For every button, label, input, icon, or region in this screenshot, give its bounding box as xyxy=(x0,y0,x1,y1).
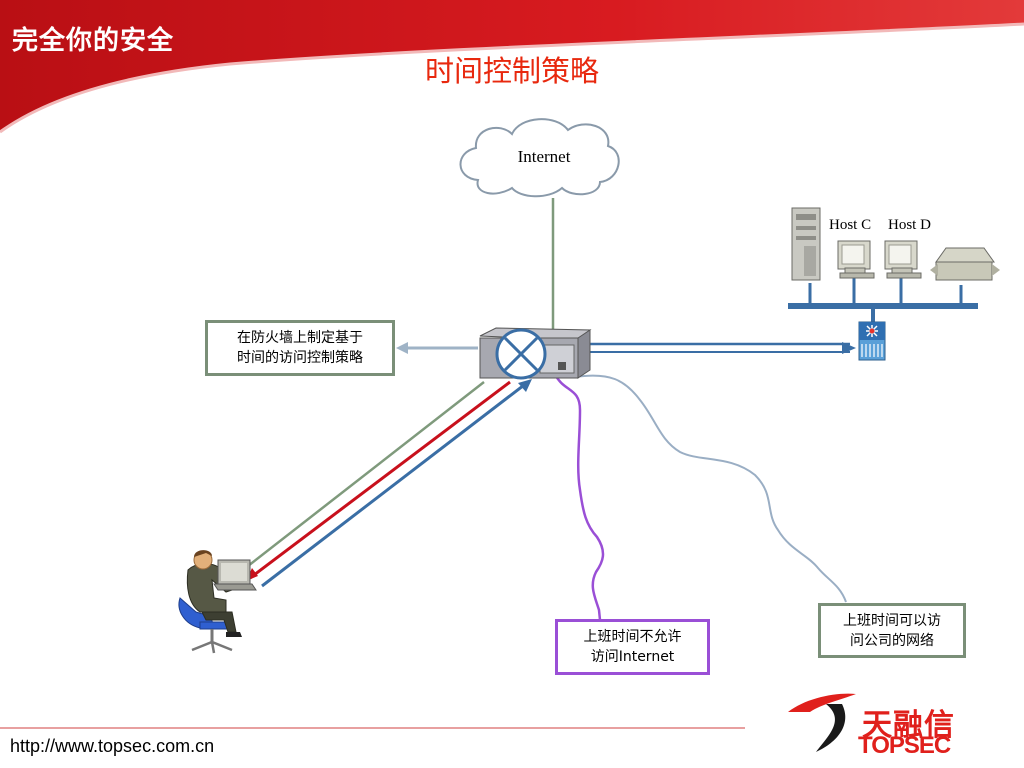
logo-english-name: TOPSEC xyxy=(858,732,951,759)
deny-note: 上班时间不允许 访问Internet xyxy=(555,619,710,675)
policy-note-line-2: 时间的访问控制策略 xyxy=(237,350,363,366)
user-at-laptop-icon xyxy=(178,550,257,654)
allow-note: 上班时间可以访 问公司的网络 xyxy=(818,603,966,658)
deny-path xyxy=(554,375,605,621)
host-c-label: Host C xyxy=(829,217,872,233)
switch-icon xyxy=(858,321,886,361)
footer-url-link[interactable]: http://www.topsec.com.cn xyxy=(10,736,215,756)
internet-label: Internet xyxy=(517,147,571,166)
server-icon xyxy=(791,207,821,281)
header-slogan: 完全你的安全 xyxy=(12,26,175,56)
allow-note-line-1: 上班时间可以访 xyxy=(843,612,941,629)
policy-note-line-1: 在防火墙上制定基于 xyxy=(237,330,363,346)
lan-bus xyxy=(788,303,978,309)
topsec-logo-icon xyxy=(788,693,856,752)
allow-note-line-2: 问公司的网络 xyxy=(850,632,934,649)
page-title: 时间控制策略 xyxy=(424,54,599,88)
printer-icon xyxy=(930,247,1000,281)
host-d-workstation-icon xyxy=(884,240,922,279)
header-banner xyxy=(0,0,1024,134)
policy-arrow xyxy=(396,342,478,354)
user-link xyxy=(246,379,532,588)
host-c-workstation-icon xyxy=(837,240,875,279)
host-d-label: Host D xyxy=(888,217,931,233)
deny-note-line-1: 上班时间不允许 xyxy=(583,629,682,645)
internet-cloud-icon xyxy=(459,118,620,198)
policy-note: 在防火墙上制定基于 时间的访问控制策略 xyxy=(205,320,395,376)
lan-link xyxy=(590,342,856,354)
firewall-icon xyxy=(479,327,592,380)
deny-note-line-2: 访问Internet xyxy=(590,649,675,665)
logo-chinese-name: 天融信 xyxy=(862,708,955,743)
allow-path xyxy=(574,374,847,603)
